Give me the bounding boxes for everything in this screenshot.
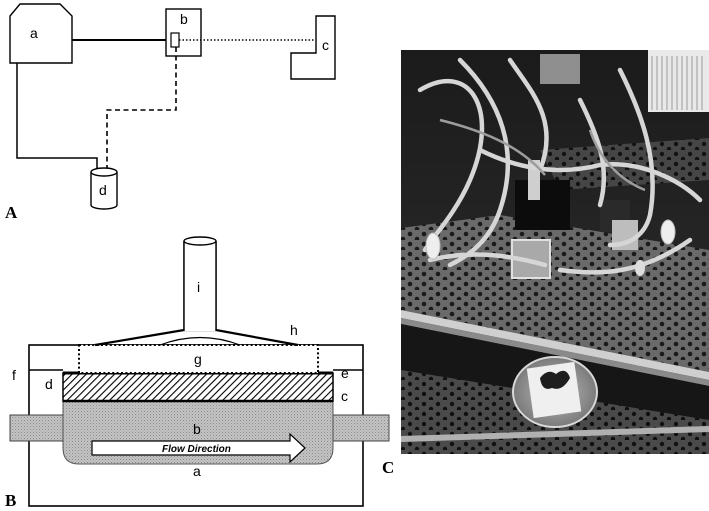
- panel-b-label-h: h: [290, 322, 298, 338]
- panel-b-chamber-g: [78, 344, 319, 374]
- panel-a-label-a: a: [30, 25, 38, 41]
- panel-a-label-b: b: [180, 11, 188, 27]
- panel-b-tube-i: [183, 236, 217, 331]
- panel-a-tube-a-d: [16, 63, 98, 172]
- panel-b-label-e: e: [341, 365, 349, 381]
- panel-b-tube-left: [9, 414, 69, 442]
- panel-b-label-f: f: [12, 367, 16, 383]
- panel-a-tube-b-d: [106, 47, 177, 172]
- panel-a-box-b: [165, 8, 202, 57]
- panel-b-dome: [159, 336, 241, 346]
- panel-a-reservoir-a: [9, 3, 73, 64]
- panel-b-tube-right: [324, 414, 390, 442]
- panel-a-device-c: [290, 15, 336, 80]
- panel-b-membrane-layer: [62, 372, 334, 402]
- panel-c-photo: [401, 50, 709, 454]
- panel-b-label-c: c: [341, 388, 348, 404]
- panel-a-title: A: [5, 203, 18, 222]
- panel-b: Flow Direction i h g f d e c b a B: [5, 236, 390, 510]
- panel-a-sensor-b: [170, 32, 180, 48]
- panel-a-label-c: c: [322, 37, 329, 53]
- panel-b-label-b: b: [193, 421, 201, 437]
- panel-b-label-a: a: [193, 463, 201, 479]
- panel-c-title: C: [382, 458, 394, 477]
- panel-b-flow-arrow: [91, 432, 306, 464]
- panel-b-label-d: d: [45, 376, 53, 392]
- panel-b-label-i: i: [197, 279, 200, 295]
- panel-a-label-d: d: [99, 182, 107, 198]
- panel-a: a b c d A: [5, 3, 336, 222]
- panel-c: C: [382, 50, 709, 477]
- panel-a-cylinder-d: [90, 167, 118, 210]
- panel-b-flow-text: Flow Direction: [162, 444, 231, 455]
- panel-b-label-g: g: [194, 351, 202, 367]
- panel-b-title: B: [5, 491, 16, 510]
